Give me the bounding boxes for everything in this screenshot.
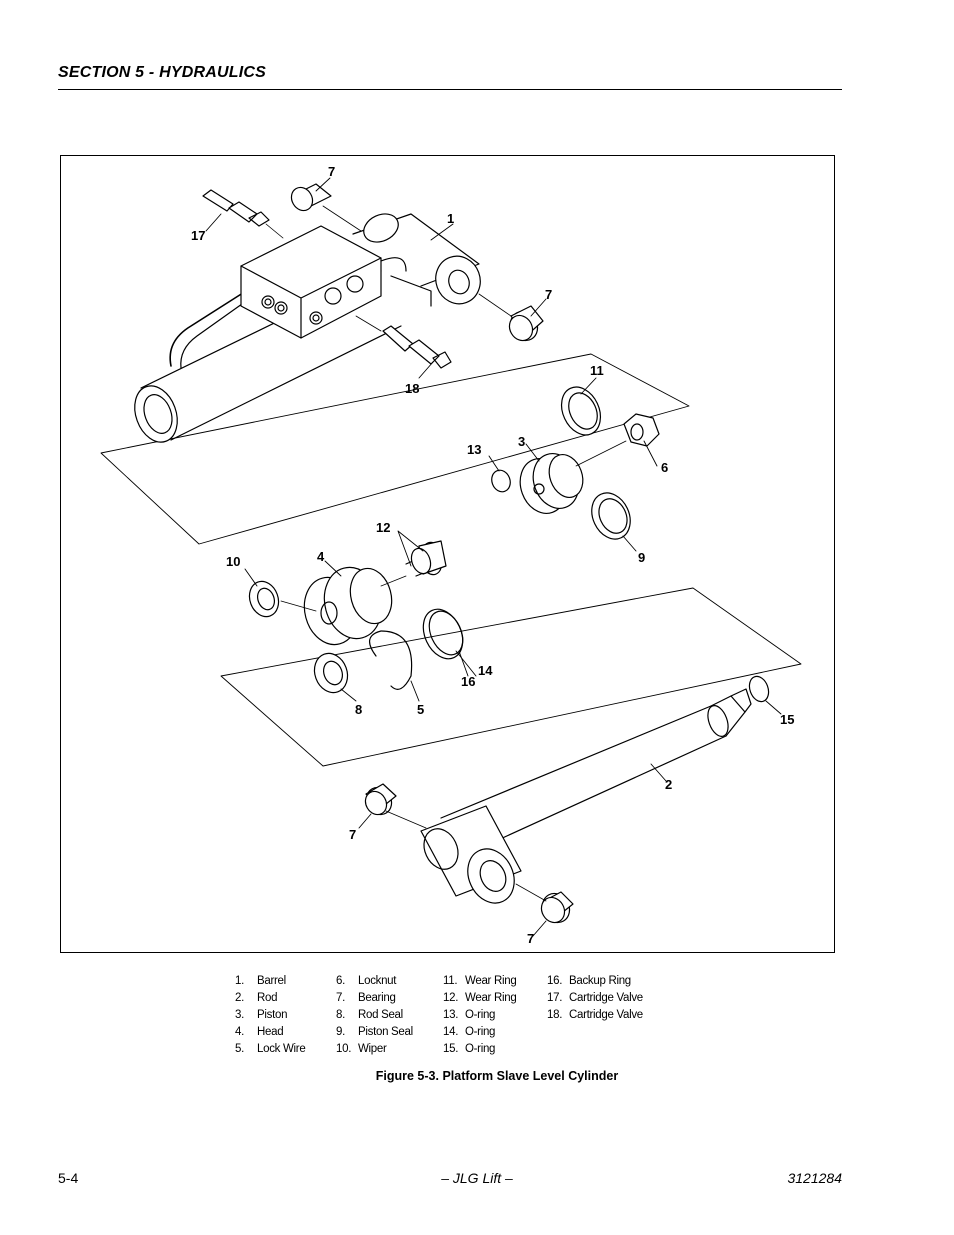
exploded-cylinder-drawing: 7 1 7 17 18 11 3 13 6 9 12 4 10 8 5 14 1… (100, 164, 802, 946)
doc-number: 3121284 (787, 1170, 842, 1186)
callout-1: 1 (447, 211, 454, 226)
callout-7-bottom-left: 7 (349, 827, 356, 842)
callout-9: 9 (638, 550, 645, 565)
footer-brand: – JLG Lift – (441, 1170, 513, 1186)
piston-seal-drawing (591, 492, 631, 540)
wiper-drawing (248, 580, 280, 618)
callout-7-bottom-right: 7 (527, 931, 534, 946)
rod-drawing (420, 688, 752, 904)
legend-item: 16.Backup Ring (547, 975, 631, 987)
callout-12: 12 (376, 520, 390, 535)
legend-column-2: 6.Locknut 7.Bearing 8.Rod Seal 9.Piston … (336, 973, 413, 1058)
callout-13: 13 (467, 442, 481, 457)
piston-drawing (519, 440, 627, 514)
legend-item: 17.Cartridge Valve (547, 992, 643, 1004)
legend-item: 8.Rod Seal (336, 1009, 403, 1021)
callout-7-top-right: 7 (545, 287, 552, 302)
legend-column-1: 1.Barrel 2.Rod 3.Piston 4.Head 5.Lock Wi… (235, 973, 306, 1058)
barrel-drawing (134, 213, 481, 443)
legend-item: 5.Lock Wire (235, 1043, 306, 1055)
bearing-top-right-drawing (478, 293, 544, 342)
page-number: 5-4 (58, 1170, 79, 1186)
legend-item: 13.O-ring (443, 1009, 496, 1021)
callout-5: 5 (417, 702, 424, 717)
callout-15: 15 (780, 712, 794, 727)
cartridge-valve-17-drawing (202, 189, 284, 239)
cartridge-valve-18-drawing (355, 315, 452, 369)
legend-item: 15.O-ring (443, 1043, 496, 1055)
legend-column-3: 11.Wear Ring 12.Wear Ring 13.O-ring 14.O… (443, 973, 517, 1058)
legend-item: 18.Cartridge Valve (547, 1009, 643, 1021)
legend-item: 3.Piston (235, 1009, 288, 1021)
callout-2: 2 (665, 777, 672, 792)
figure-frame: 7 1 7 17 18 11 3 13 6 9 12 4 10 8 5 14 1… (60, 155, 835, 953)
o-ring-15-drawing (748, 675, 770, 703)
legend-item: 14.O-ring (443, 1026, 496, 1038)
legend-item: 10.Wiper (336, 1043, 387, 1055)
callout-4: 4 (317, 549, 325, 564)
legend-item: 2.Rod (235, 992, 278, 1004)
callout-6: 6 (661, 460, 668, 475)
figure-caption: Figure 5-3. Platform Slave Level Cylinde… (375, 1069, 619, 1083)
section-title: SECTION 5 - HYDRAULICS (58, 64, 266, 81)
callout-17: 17 (191, 228, 205, 243)
piston-plane (100, 353, 690, 545)
callout-7-top-left: 7 (328, 164, 335, 179)
locknut-drawing (623, 413, 660, 447)
rod-seal-drawing (313, 652, 349, 694)
leader-lines (205, 177, 782, 937)
callout-8: 8 (355, 702, 362, 717)
callout-3: 3 (518, 434, 525, 449)
legend-item: 11.Wear Ring (443, 975, 517, 987)
bearing-top-left-drawing (290, 183, 362, 232)
callout-11: 11 (590, 363, 604, 378)
legend-item: 9.Piston Seal (336, 1026, 413, 1038)
head-drawing (303, 566, 407, 646)
head-plane (220, 587, 802, 767)
callout-18: 18 (405, 381, 419, 396)
legend-item: 7.Bearing (336, 992, 396, 1004)
callout-14: 14 (478, 663, 493, 678)
bearing-bottom-right-drawing (515, 883, 574, 924)
backup-ring-drawing (428, 610, 464, 656)
lock-wire-drawing (369, 630, 413, 690)
legend-item: 4.Head (235, 1026, 284, 1038)
legend-column-4: 16.Backup Ring 17.Cartridge Valve 18.Car… (547, 973, 643, 1024)
callout-16: 16 (461, 674, 475, 689)
legend-item: 6.Locknut (336, 975, 397, 987)
bearing-bottom-left-drawing (364, 783, 427, 829)
wear-ring-11-drawing (560, 386, 602, 436)
legend-item: 1.Barrel (235, 975, 286, 987)
header-rule (58, 89, 842, 90)
callout-10: 10 (226, 554, 240, 569)
legend-item: 12.Wear Ring (443, 992, 517, 1004)
o-ring-13-drawing (491, 469, 511, 493)
